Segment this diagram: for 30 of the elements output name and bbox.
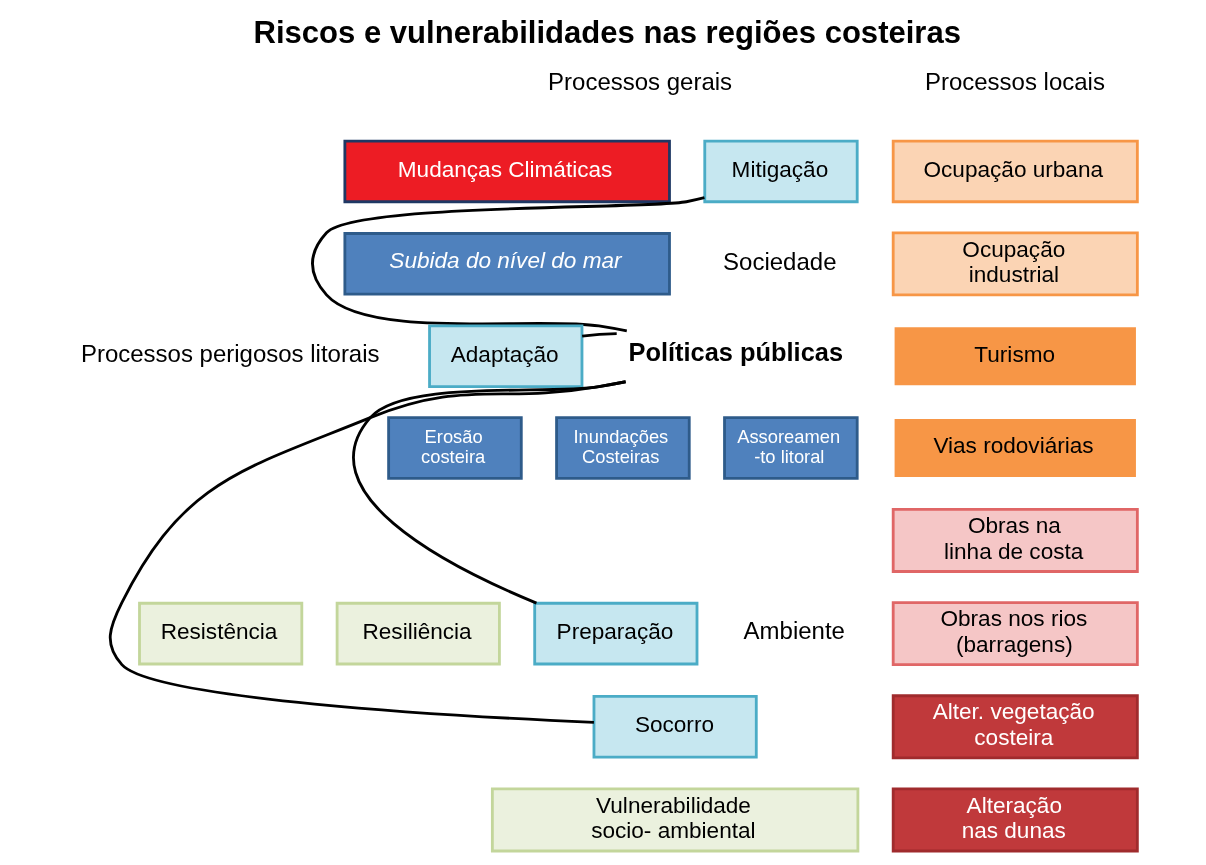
node-box: Resistência bbox=[137, 601, 303, 666]
node-box: Mitigação bbox=[702, 139, 859, 204]
node-box: Alteração nas dunas bbox=[891, 787, 1139, 853]
node-box: Inundações Costeiras bbox=[554, 416, 691, 480]
node-box: Obras na linha de costa bbox=[891, 508, 1139, 573]
node-box: Vias rodoviárias bbox=[891, 416, 1139, 480]
node-box: Erosão costeira bbox=[386, 416, 523, 480]
label: Ambiente bbox=[743, 617, 845, 645]
node-box: Mudanças Climáticas bbox=[342, 139, 671, 204]
node-box: Alter. vegetação costeira bbox=[891, 694, 1139, 760]
connector bbox=[310, 196, 705, 333]
connector bbox=[108, 380, 626, 724]
node-box: Preparação bbox=[532, 601, 698, 666]
node-box: Ocupação urbana bbox=[891, 139, 1139, 204]
diagram-title: Riscos e vulnerabilidades nas regiões costeiras bbox=[252, 15, 961, 51]
label: Processos gerais bbox=[547, 68, 732, 96]
node-box: Turismo bbox=[891, 324, 1139, 389]
node-box: Obras nos rios (barragens) bbox=[891, 601, 1139, 667]
label: Processos perigosos litorais bbox=[80, 340, 380, 368]
node-box: Assoreamen -to litoral bbox=[722, 416, 859, 480]
node-box: Subida do nível do mar bbox=[342, 232, 671, 296]
node-box: Vulnerabilidade socio- ambiental bbox=[490, 787, 859, 853]
label: Sociedade bbox=[722, 247, 836, 275]
node-box: Socorro bbox=[592, 695, 758, 759]
connector bbox=[581, 332, 617, 338]
node-text: Políticas públicas bbox=[628, 338, 843, 367]
node-box: Ocupação industrial bbox=[891, 231, 1139, 297]
node-box: Resiliência bbox=[335, 601, 501, 666]
label: Processos locais bbox=[924, 68, 1105, 96]
node-box: Adaptação bbox=[427, 324, 583, 389]
